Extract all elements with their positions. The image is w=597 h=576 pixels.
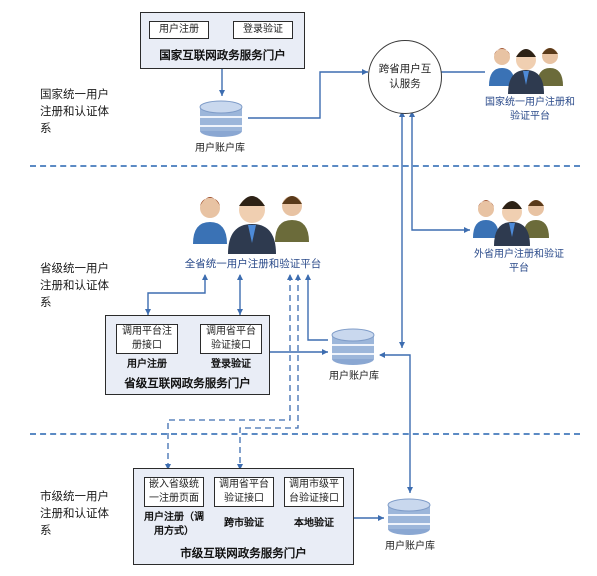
municipal-embed-box[interactable]: 嵌入省级统一注册页面 xyxy=(144,477,204,507)
tier-label-national: 国家统一用户注册和认证体系 xyxy=(40,87,109,135)
other-province-platform-label: 外省用户注册和验证平台 xyxy=(474,249,564,274)
tier-label-municipal: 市级统一用户注册和认证体系 xyxy=(40,489,109,537)
municipal-portal-title: 市级互联网政务服务门户 xyxy=(180,546,307,560)
provincial-portal-title: 省级互联网政务服务门户 xyxy=(124,376,251,390)
cross-province-service: 跨省用户互认服务 xyxy=(368,40,442,114)
tier-separator-2 xyxy=(30,433,580,435)
national-portal-title: 国家互联网政务服务门户 xyxy=(159,48,286,62)
national-platform-label: 国家统一用户注册和验证平台 xyxy=(485,97,575,122)
national-db-label: 用户账户库 xyxy=(195,143,245,154)
municipal-db-icon xyxy=(387,498,431,535)
arrow-cross-other-province xyxy=(409,111,470,233)
cross-service-label: 跨省用户互认服务 xyxy=(378,63,432,90)
tier-label-provincial: 省级统一用户注册和认证体系 xyxy=(40,261,109,309)
provincial-db-icon xyxy=(331,328,375,365)
arrow-platform-db xyxy=(305,274,328,341)
dashed-arrow-verify xyxy=(237,274,301,470)
national-register-button[interactable]: 用户注册 xyxy=(149,21,209,39)
national-db-icon xyxy=(199,100,243,137)
municipal-cross-city-caption: 跨市验证 xyxy=(224,518,264,529)
provincial-db-label: 用户账户库 xyxy=(329,371,379,382)
municipal-local-caption: 本地验证 xyxy=(294,518,334,529)
tier-separator-1 xyxy=(30,165,580,167)
municipal-portal: 嵌入省级统一注册页面 调用省平台验证接口 调用市级平台验证接口 用户注册（调用方… xyxy=(133,468,354,565)
provincial-platform-label: 全省统一用户注册和验证平台 xyxy=(184,258,322,270)
national-portal: 用户注册 登录验证 国家互联网政务服务门户 xyxy=(140,12,305,69)
provincial-register-caption: 用户注册 xyxy=(127,359,167,370)
national-platform-people-icon xyxy=(489,48,563,94)
provincial-verify-api-box[interactable]: 调用省平台验证接口 xyxy=(200,324,262,354)
arrow-platform-register-api xyxy=(145,274,208,315)
other-province-people-icon xyxy=(473,200,549,246)
municipal-city-verify-box[interactable]: 调用市级平台验证接口 xyxy=(284,477,344,507)
municipal-prov-verify-box[interactable]: 调用省平台验证接口 xyxy=(214,477,274,507)
arrow-provincial-municipal-db xyxy=(379,352,413,493)
national-login-button[interactable]: 登录验证 xyxy=(233,21,293,39)
municipal-db-label: 用户账户库 xyxy=(385,541,435,552)
provincial-login-caption: 登录验证 xyxy=(211,359,251,370)
municipal-register-caption: 用户注册（调用方式） xyxy=(144,512,204,537)
provincial-platform-people-icon xyxy=(193,196,309,254)
arrow-db-cross-service xyxy=(248,69,368,119)
provincial-portal: 调用平台注册接口 调用省平台验证接口 用户注册 登录验证 省级互联网政务服务门户 xyxy=(105,315,270,395)
provincial-register-api-box[interactable]: 调用平台注册接口 xyxy=(116,324,178,354)
